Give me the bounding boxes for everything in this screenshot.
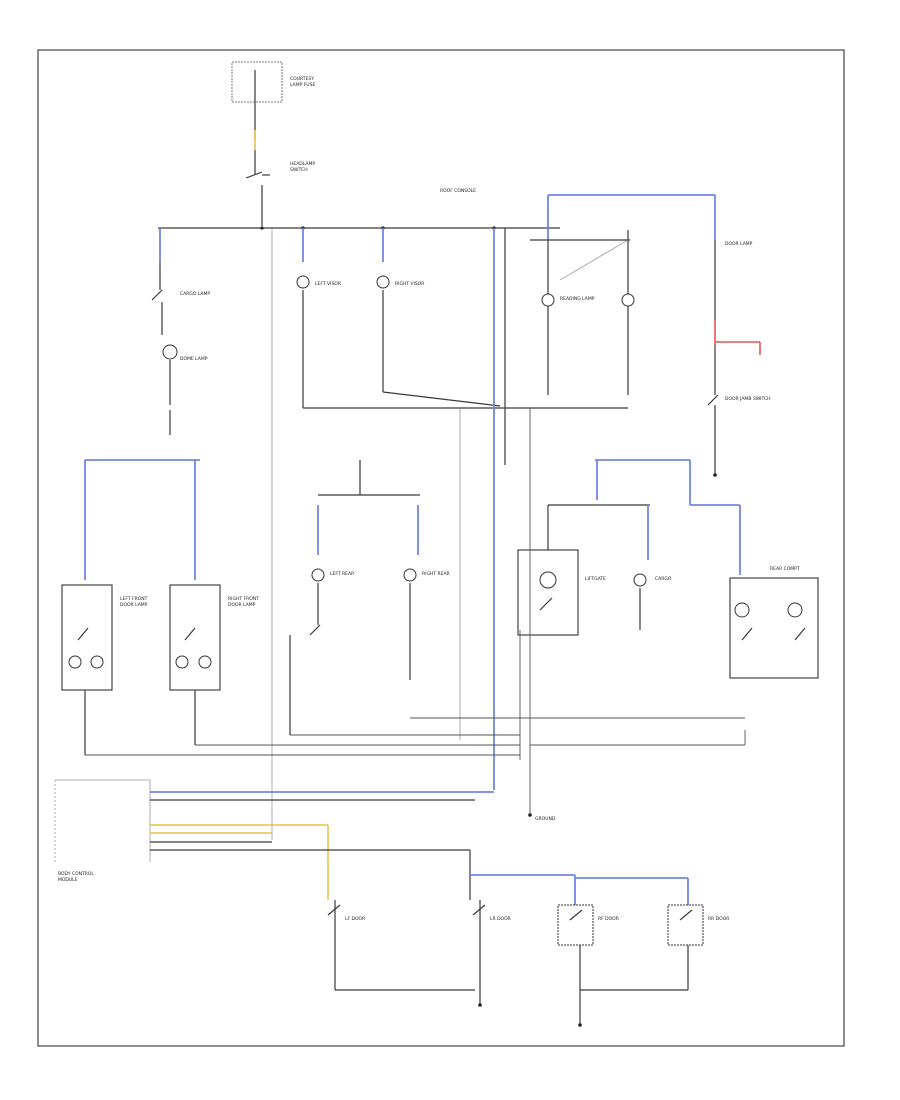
- svg-text:HEADLAMP: HEADLAMP: [290, 161, 315, 167]
- center-lamps: LEFT VISOR RIGHT VISOR: [296, 228, 501, 409]
- svg-text:RIGHT VISOR: RIGHT VISOR: [395, 281, 424, 287]
- svg-text:LIFTGATE: LIFTGATE: [585, 576, 606, 582]
- svg-text:DOOR LAMP: DOOR LAMP: [120, 602, 148, 608]
- svg-text:COURTESY: COURTESY: [290, 76, 314, 82]
- right-door-lamp-chain: DOOR LAMP DOOR JAMB SWITCH: [707, 195, 770, 477]
- svg-text:LAMP FUSE: LAMP FUSE: [290, 82, 315, 88]
- right-door-group: LIFTGATE CARGO REAR COMPT: [517, 459, 819, 679]
- svg-text:LEFT VISOR: LEFT VISOR: [315, 281, 341, 287]
- svg-text:RIGHT REAR: RIGHT REAR: [422, 571, 450, 577]
- svg-text:MODULE: MODULE: [58, 877, 78, 883]
- svg-text:DOOR LAMP: DOOR LAMP: [725, 241, 753, 247]
- svg-text:LEFT FRONT: LEFT FRONT: [120, 596, 148, 602]
- right-top-module: ROOF CONSOLE READING LAMP: [440, 188, 715, 409]
- svg-text:RR DOOR: RR DOOR: [708, 916, 729, 922]
- left-door-group: LEFT FRONT DOOR LAMP RIGHT FRONT DOOR LA…: [61, 459, 259, 755]
- svg-text:CARGO: CARGO: [655, 576, 672, 582]
- diagram-frame: [37, 49, 845, 1047]
- svg-text:ROOF CONSOLE: ROOF CONSOLE: [440, 188, 476, 194]
- svg-text:DOOR LAMP: DOOR LAMP: [228, 602, 256, 608]
- svg-text:RF DOOR: RF DOOR: [598, 916, 619, 922]
- svg-text:CARGO LAMP: CARGO LAMP: [180, 291, 210, 297]
- svg-text:READING LAMP: READING LAMP: [560, 296, 595, 302]
- left-courtesy-branch: CARGO LAMP DOME LAMP: [151, 228, 210, 435]
- body-control-module: BODY CONTROL MODULE: [54, 779, 151, 883]
- ground-collector: GROUND: [85, 408, 746, 822]
- svg-text:LF DOOR: LF DOOR: [345, 916, 365, 922]
- svg-text:SWITCH: SWITCH: [290, 167, 308, 173]
- svg-text:DOOR JAMB SWITCH: DOOR JAMB SWITCH: [725, 396, 770, 402]
- svg-text:RIGHT FRONT: RIGHT FRONT: [228, 596, 259, 602]
- svg-text:LEFT REAR: LEFT REAR: [330, 571, 354, 577]
- top-fuse-block: COURTESY LAMP FUSE HEADLAMP SWITCH: [231, 61, 315, 226]
- center-door-group: LEFT REAR RIGHT REAR: [289, 460, 450, 735]
- door-jamb-switches: LF DOOR LR DOOR RF DOOR RR DOOR: [327, 900, 729, 1027]
- svg-text:DOME LAMP: DOME LAMP: [180, 356, 208, 362]
- svg-text:LR DOOR: LR DOOR: [490, 916, 511, 922]
- svg-text:BODY CONTROL: BODY CONTROL: [58, 871, 94, 877]
- svg-text:REAR COMPT: REAR COMPT: [770, 566, 800, 572]
- svg-text:GROUND: GROUND: [535, 816, 556, 822]
